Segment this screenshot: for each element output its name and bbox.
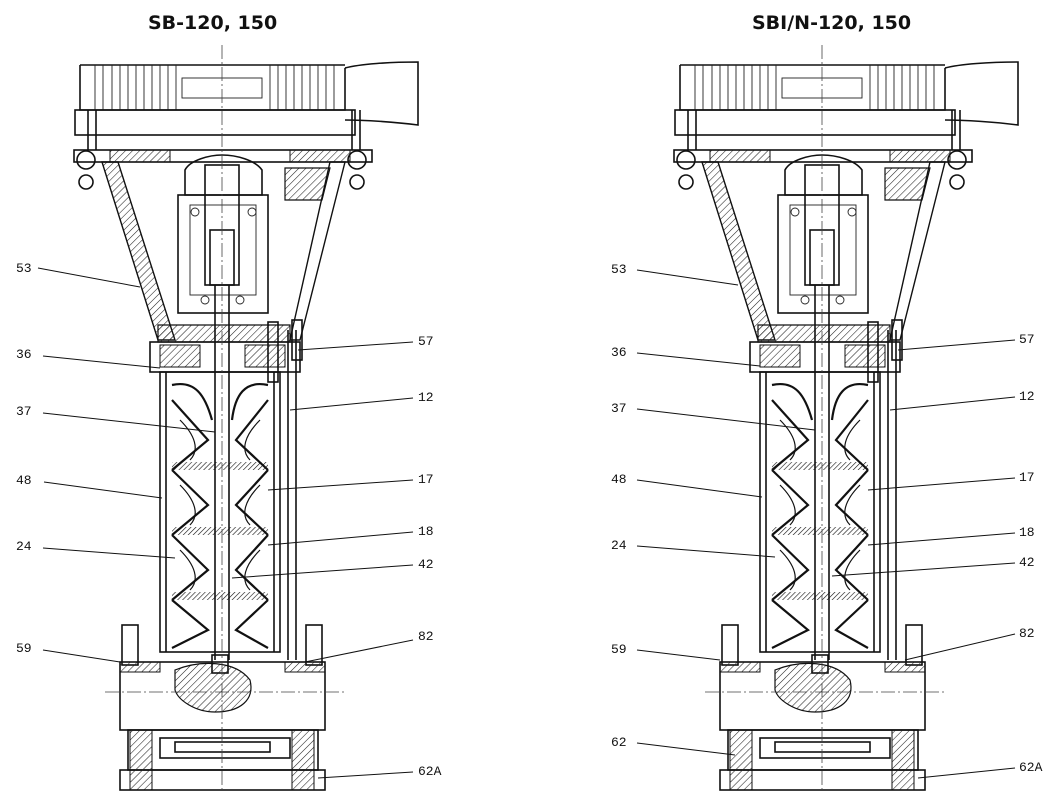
part-label-62a: 62A [1019, 760, 1043, 775]
pump-drawing-sb [72, 43, 420, 791]
part-label-53: 53 [16, 261, 32, 276]
pump-drawing-sbin [672, 43, 1020, 791]
part-label-59: 59 [16, 641, 32, 656]
part-label-37: 37 [611, 401, 627, 416]
part-label-18: 18 [418, 524, 434, 539]
part-label-82: 82 [418, 629, 434, 644]
part-label-62: 62 [611, 735, 627, 750]
part-label-36: 36 [16, 347, 32, 362]
part-label-53: 53 [611, 262, 627, 277]
part-label-48: 48 [16, 473, 32, 488]
part-label-17: 17 [1019, 470, 1035, 485]
part-label-82: 82 [1019, 626, 1035, 641]
leader-lines-sbin [636, 269, 1016, 779]
part-label-57: 57 [418, 334, 434, 349]
part-label-42: 42 [418, 557, 434, 572]
part-label-62a: 62A [418, 764, 442, 779]
part-label-57: 57 [1019, 332, 1035, 347]
diagram-title-sb: SB-120, 150 [148, 12, 278, 34]
part-label-24: 24 [611, 538, 627, 553]
part-label-24: 24 [16, 539, 32, 554]
part-label-36: 36 [611, 345, 627, 360]
part-label-42: 42 [1019, 555, 1035, 570]
diagram-title-sbin: SBI/N-120, 150 [752, 12, 912, 34]
part-label-59: 59 [611, 642, 627, 657]
part-label-12: 12 [418, 390, 434, 405]
leader-lines-sb [37, 267, 414, 779]
part-label-18: 18 [1019, 525, 1035, 540]
part-label-37: 37 [16, 404, 32, 419]
part-label-12: 12 [1019, 389, 1035, 404]
part-label-48: 48 [611, 472, 627, 487]
part-label-17: 17 [418, 472, 434, 487]
